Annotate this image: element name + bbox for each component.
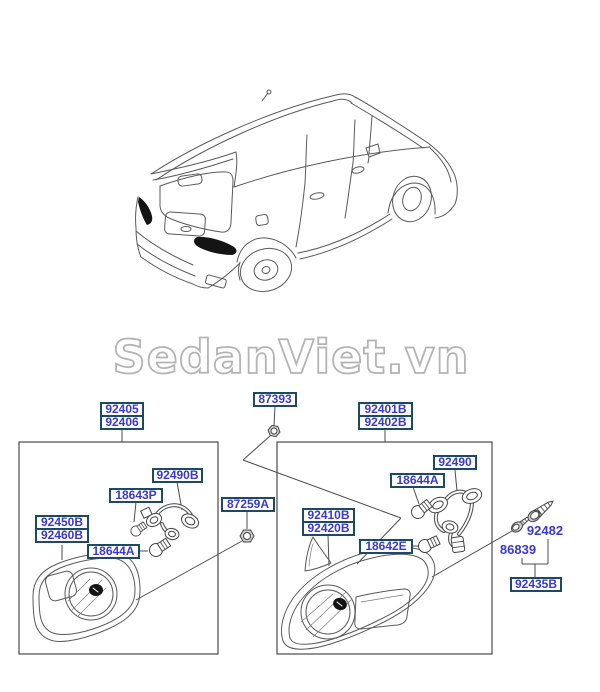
watermark: SedanViet.vn: [113, 330, 470, 384]
screw-86839-drawing: [511, 516, 530, 533]
part-label-18644A-left[interactable]: 18644A: [87, 544, 140, 559]
part-label-92402B[interactable]: 92402B: [358, 415, 413, 430]
car-illustration: [135, 89, 458, 293]
screw-92482-drawing: [527, 500, 554, 523]
part-label-18642E[interactable]: 18642E: [359, 539, 413, 554]
bulb-18643P-drawing: [130, 521, 148, 537]
inner-lamp-drawing: [32, 552, 141, 642]
bracket-92435B: [521, 539, 549, 577]
harness-92490-drawing: [428, 488, 483, 554]
part-label-86839[interactable]: 86839: [499, 542, 537, 557]
part-label-92490[interactable]: 92490: [433, 455, 477, 470]
part-label-92435B[interactable]: 92435B: [510, 577, 562, 592]
part-label-92420B[interactable]: 92420B: [302, 521, 355, 536]
car-tail-lamp-corner: [138, 197, 153, 225]
leader-lines: [61, 405, 513, 601]
part-label-87259A[interactable]: 87259A: [221, 497, 275, 512]
nut-87259A-drawing: [239, 529, 255, 543]
part-label-92450B[interactable]: 92450B: [35, 515, 89, 530]
bulb-18644A-right-drawing: [411, 498, 433, 519]
part-label-92482[interactable]: 92482: [526, 523, 564, 538]
inner-lamp-group-box: [18, 441, 219, 655]
car-tail-lamp-rear: [194, 236, 237, 255]
outer-lamp-drawing: [280, 536, 436, 650]
part-label-18644A-right[interactable]: 18644A: [390, 473, 445, 488]
part-label-92490B[interactable]: 92490B: [152, 468, 203, 483]
nut-87393-drawing: [267, 424, 281, 438]
part-label-87393[interactable]: 87393: [253, 392, 297, 407]
part-label-92406[interactable]: 92406: [100, 415, 144, 430]
harness-92490B-drawing: [140, 503, 200, 541]
bulb-18644A-left-drawing: [149, 537, 172, 557]
part-label-92460B[interactable]: 92460B: [35, 528, 89, 543]
bulb-18642E-drawing: [418, 535, 441, 553]
part-label-18643P[interactable]: 18643P: [109, 488, 163, 503]
